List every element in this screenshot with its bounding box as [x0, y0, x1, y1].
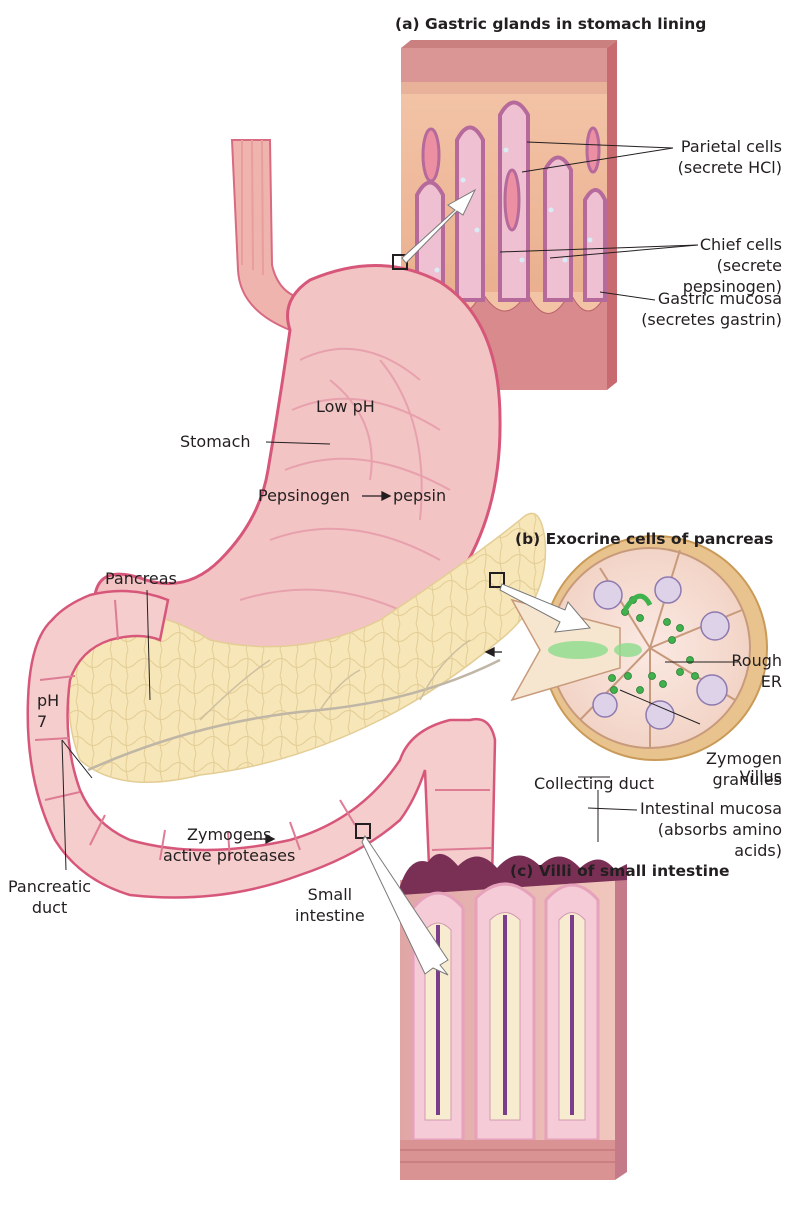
panel-c-heading: (c) Villi of small intestine — [510, 862, 730, 880]
stomach-label: Stomach — [180, 431, 251, 452]
villi-block — [400, 854, 627, 1180]
villus-label: Villus — [740, 766, 782, 787]
pancreatic-acinus — [512, 536, 767, 760]
pepsinogen-label: Pepsinogen — [258, 485, 350, 506]
pepsin-label: pepsin — [393, 485, 446, 506]
pancreas-label: Pancreas — [105, 568, 177, 589]
parietal-cells-label: Parietal cells(secrete HCl) — [678, 136, 782, 178]
panel-a-heading: (a) Gastric glands in stomach lining — [395, 15, 706, 33]
gastric-mucosa-label: Gastric mucosa(secretes gastrin) — [641, 288, 782, 330]
low-ph-label: Low pH — [316, 396, 375, 417]
panel-b-heading: (b) Exocrine cells of pancreas — [515, 530, 773, 548]
collecting-duct-label: Collecting duct — [534, 773, 654, 794]
